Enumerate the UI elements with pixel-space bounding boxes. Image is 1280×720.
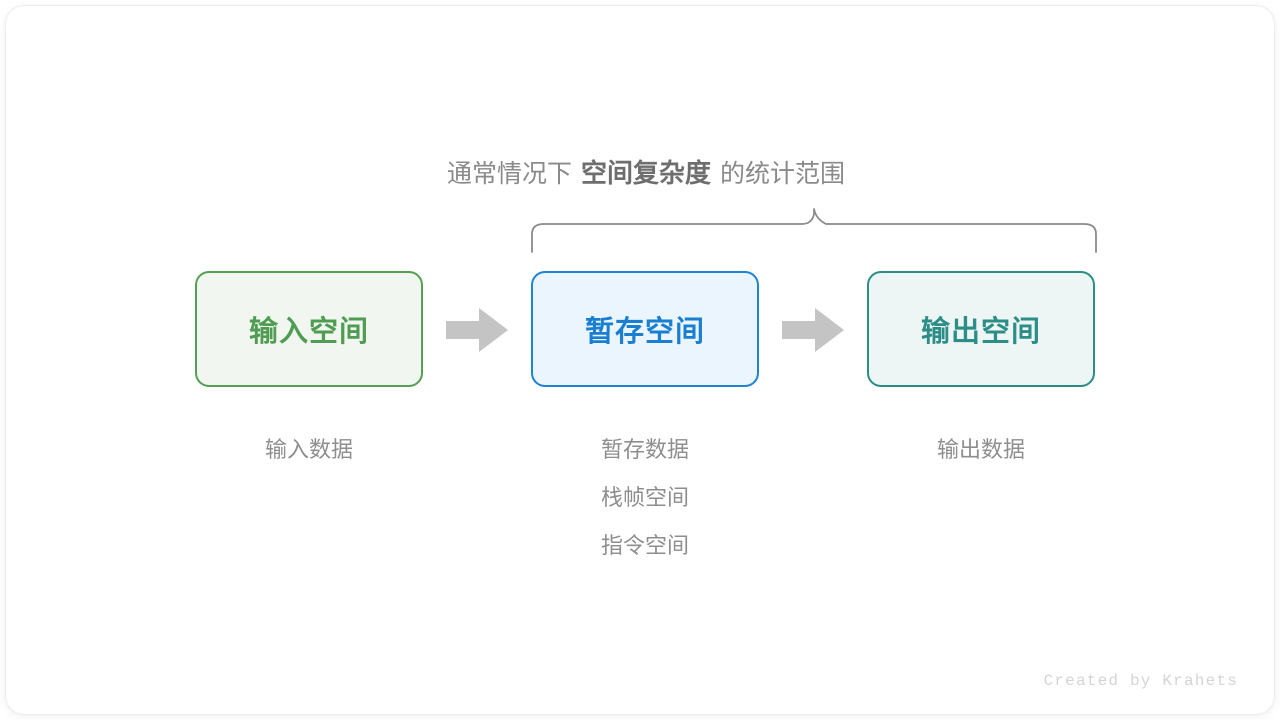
caption-line: 输出数据 xyxy=(936,437,1025,462)
scope-title: 通常情况下空间复杂度的统计范围 xyxy=(6,154,1274,193)
node-input-space-label: 输入空间 xyxy=(248,316,369,348)
arrow-temp-to-output xyxy=(782,308,844,352)
arrow-input-to-temp xyxy=(446,308,508,352)
scope-title-emphasis: 空间复杂度 xyxy=(580,158,711,188)
caption-line: 输入数据 xyxy=(264,437,353,462)
node-temp-space-label: 暂存空间 xyxy=(584,316,705,348)
node-output-space[interactable]: 输出空间 xyxy=(867,271,1095,387)
caption-line: 指令空间 xyxy=(600,533,689,558)
right-arrow-icon xyxy=(446,308,508,352)
caption-line: 暂存数据 xyxy=(600,437,689,462)
node-output-space-label: 输出空间 xyxy=(920,316,1041,348)
node-input-space[interactable]: 输入空间 xyxy=(195,271,423,387)
scope-title-prefix: 通常情况下 xyxy=(446,160,572,188)
flow-row: 输入空间 暂存空间 输出空间 xyxy=(6,271,1274,389)
watermark: Created by Krahets xyxy=(1043,672,1238,690)
node-temp-space[interactable]: 暂存空间 xyxy=(531,271,759,387)
caption-output: 输出数据 xyxy=(867,426,1095,474)
scope-brace xyxy=(521,202,1107,258)
brace-icon xyxy=(531,208,1097,253)
scope-title-suffix: 的统计范围 xyxy=(720,160,846,188)
caption-temp: 暂存数据 栈帧空间 指令空间 xyxy=(531,426,759,570)
caption-line: 栈帧空间 xyxy=(600,485,689,510)
caption-input: 输入数据 xyxy=(195,426,423,474)
right-arrow-icon xyxy=(782,308,844,352)
diagram-card: 通常情况下空间复杂度的统计范围 输入空间 暂存空间 输出空间 xyxy=(6,6,1274,714)
